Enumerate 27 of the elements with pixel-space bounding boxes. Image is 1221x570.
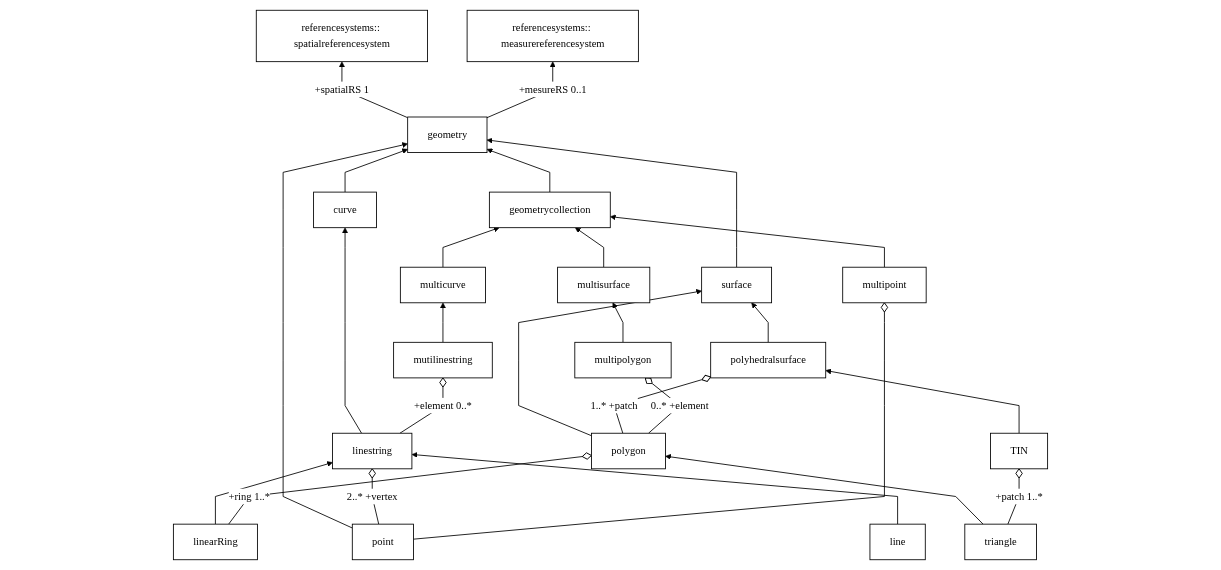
edge-label: 1..* +patch: [590, 399, 638, 411]
node-box: triangle: [964, 523, 1037, 561]
edge-label: +spatialRS 1: [314, 83, 370, 95]
node-box: curve: [313, 191, 377, 229]
node-box: surface: [701, 266, 772, 304]
node-box: linearRing: [172, 523, 258, 561]
edge-label: +element 0..*: [414, 399, 472, 411]
edge-label: 2..* +vertex: [346, 490, 398, 502]
node-box: linestring: [332, 432, 413, 470]
edge-label: +mesureRS 0..1: [518, 83, 587, 95]
node-box: line: [869, 523, 926, 561]
node-box: polygon: [591, 432, 666, 470]
node-box: referencesystems:: measurereferencesystem: [466, 9, 639, 63]
node-box: point: [351, 523, 414, 561]
node-box: TIN: [990, 432, 1049, 470]
edge-label: +patch 1..*: [995, 490, 1043, 502]
node-box: multisurface: [557, 266, 651, 304]
edge-label: 0..* +element: [650, 399, 709, 411]
node-box: multipoint: [842, 266, 927, 304]
node-box: geometry: [407, 116, 488, 153]
node-box: multipolygon: [574, 341, 672, 379]
node-box: geometrycollection: [488, 191, 611, 229]
node-box: multicurve: [399, 266, 486, 304]
node-box: referencesystems:: spatialreferencesystem: [255, 9, 428, 63]
edge-label: +ring 1..*: [228, 490, 270, 502]
node-box: polyhedralsurface: [710, 341, 827, 379]
node-box: mutilinestring: [393, 341, 493, 379]
